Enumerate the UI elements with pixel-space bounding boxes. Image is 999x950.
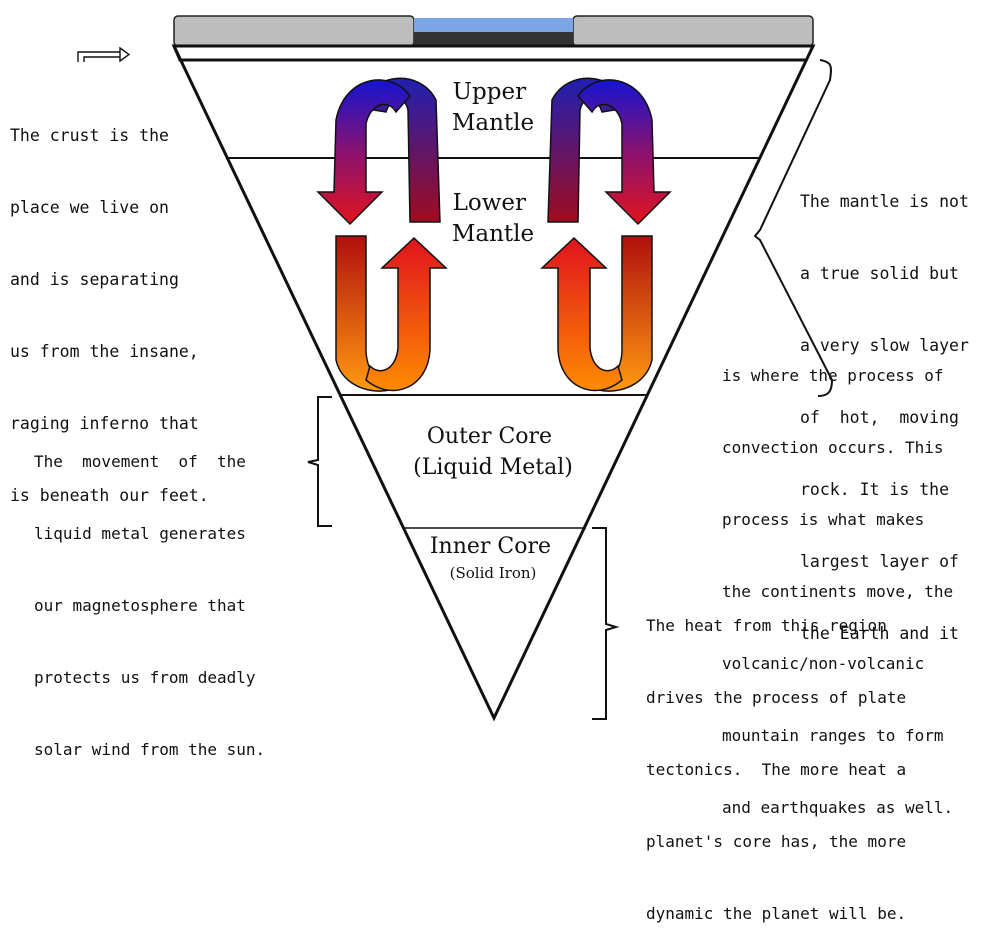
ocean-floor	[414, 32, 573, 46]
mantle-note-line: largest layer of	[800, 552, 959, 571]
mantle-note-line: convection occurs. This	[722, 438, 944, 457]
mantle-note-line: The mantle is not	[800, 192, 969, 211]
mantle-note-line: a true solid but	[800, 264, 959, 283]
inner-core-label-line2: (Solid Iron)	[450, 564, 537, 582]
mantle-note-line: rock. It is the	[800, 480, 950, 499]
earth-layers-diagram: Upper Mantle Lower Mantle Outer Core (Li…	[77, 15, 834, 722]
mantle-note-line: volcanic/non-volcanic	[722, 654, 925, 673]
outer-core-bracket	[307, 396, 332, 527]
outer-core-label: Outer Core (Liquid Metal)	[413, 424, 573, 480]
upper-mantle-label-line1: Upper	[453, 79, 526, 105]
convection-arrow-down-right	[577, 79, 672, 226]
crust-right-plate	[572, 15, 814, 47]
inner-core-label: Inner Core (Solid Iron)	[430, 534, 556, 582]
inner-core-note-line: tectonics. The more heat a	[646, 760, 907, 779]
mantle-note-line: of hot, moving	[800, 408, 959, 427]
mantle-note-line: is where the process of	[722, 366, 944, 385]
inner-core-note-line: drives the process of plate	[646, 688, 907, 707]
convection-arrow-up-left	[365, 236, 448, 392]
inner-core-bracket	[592, 527, 620, 720]
earth-triangle	[171, 44, 816, 722]
crust-note: The crust is the place we live on and is…	[10, 76, 209, 532]
convection-cell-right	[540, 77, 672, 392]
mantle-note-upper: The mantle is not a true solid but a ver…	[800, 142, 969, 670]
outer-core-note-line: our magnetosphere that	[34, 596, 246, 615]
crust-note-line: place we live on	[10, 198, 169, 217]
mantle-note-line: a very slow layer	[800, 336, 969, 355]
inner-core-note-line: dynamic the planet will be.	[646, 904, 907, 923]
ocean-water	[414, 18, 573, 32]
outer-core-note-line: solar wind from the sun.	[34, 740, 266, 759]
outer-core-label-line2: (Liquid Metal)	[413, 455, 573, 480]
upper-mantle-label-line2: Mantle	[452, 110, 534, 136]
outer-core-note-line: The movement of the	[34, 452, 246, 471]
outer-core-note-line: liquid metal generates	[34, 524, 246, 543]
mantle-bracket	[753, 59, 834, 397]
crust-note-line: raging inferno that	[10, 414, 199, 433]
inner-core-note-line: The heat from this region	[646, 616, 887, 635]
crust-block	[173, 15, 814, 47]
convection-cell-left	[316, 77, 448, 392]
inner-core-note: The heat from this region drives the pro…	[646, 566, 906, 950]
crust-left-plate	[173, 15, 415, 47]
crust-note-line: and is separating	[10, 270, 179, 289]
mantle-note-line: process is what makes	[722, 510, 925, 529]
crust-note-line: is beneath our feet.	[10, 486, 209, 505]
outer-core-note-line: protects us from deadly	[34, 668, 256, 687]
outer-core-note: The movement of the liquid metal generat…	[34, 402, 265, 786]
convection-arrow-down-left	[316, 79, 411, 226]
mantle-note-line: the Earth and it	[800, 624, 959, 643]
lower-mantle-label-line1: Lower	[453, 190, 526, 216]
mantle-note-line: the continents move, the	[722, 582, 954, 601]
outer-core-label-line1: Outer Core	[427, 424, 552, 449]
inner-core-label-line1: Inner Core	[430, 534, 551, 559]
lower-mantle-label-line2: Mantle	[452, 221, 534, 247]
hook-arrow-right-icon	[77, 46, 131, 63]
lower-mantle-label: Lower Mantle	[452, 190, 534, 247]
convection-arrow-up-right	[540, 236, 623, 392]
upper-mantle-label: Upper Mantle	[452, 79, 534, 136]
inner-core-note-line: planet's core has, the more	[646, 832, 907, 851]
crust-note-line: The crust is the	[10, 126, 169, 145]
crust-note-line: us from the insane,	[10, 342, 199, 361]
